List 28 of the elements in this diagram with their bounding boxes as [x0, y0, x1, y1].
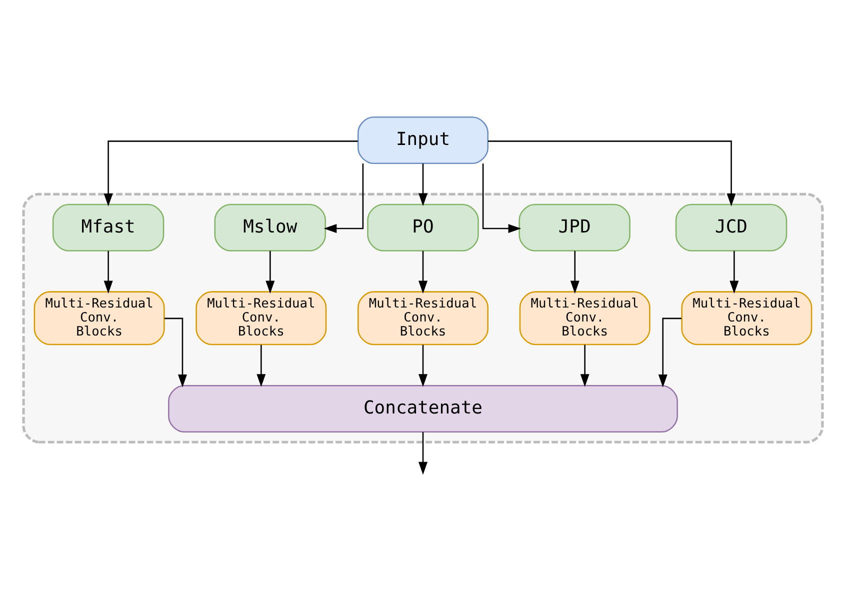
arrow: [488, 140, 736, 206]
node-box: Multi-Residual Conv. Blocks: [681, 290, 812, 345]
arrow: [730, 250, 739, 294]
arrow: [418, 432, 428, 474]
node-box: JPD: [518, 203, 630, 251]
node-box: Multi-Residual Conv. Blocks: [34, 290, 165, 345]
arrow: [570, 250, 580, 294]
node-box: Concatenate: [168, 384, 678, 432]
arrow: [104, 250, 113, 294]
node-box: Multi-Residual Conv. Blocks: [196, 290, 327, 345]
arrow: [256, 344, 266, 386]
arrow: [418, 250, 428, 294]
arrow: [418, 344, 428, 386]
node-box: Input: [358, 116, 488, 164]
arrow: [104, 140, 358, 206]
node-box: Mfast: [52, 203, 164, 251]
arrow: [324, 162, 364, 233]
node-box: Multi-Residual Conv. Blocks: [519, 290, 650, 345]
arrow: [164, 317, 187, 387]
arrow: [580, 344, 590, 386]
node-box: Multi-Residual Conv. Blocks: [358, 290, 488, 345]
arrow: [418, 163, 428, 206]
node-box: Mslow: [214, 203, 326, 251]
arrow: [266, 250, 275, 294]
arrow: [482, 162, 522, 233]
node-box: PO: [367, 203, 479, 251]
node-box: JCD: [675, 203, 788, 251]
arrow: [658, 317, 682, 387]
